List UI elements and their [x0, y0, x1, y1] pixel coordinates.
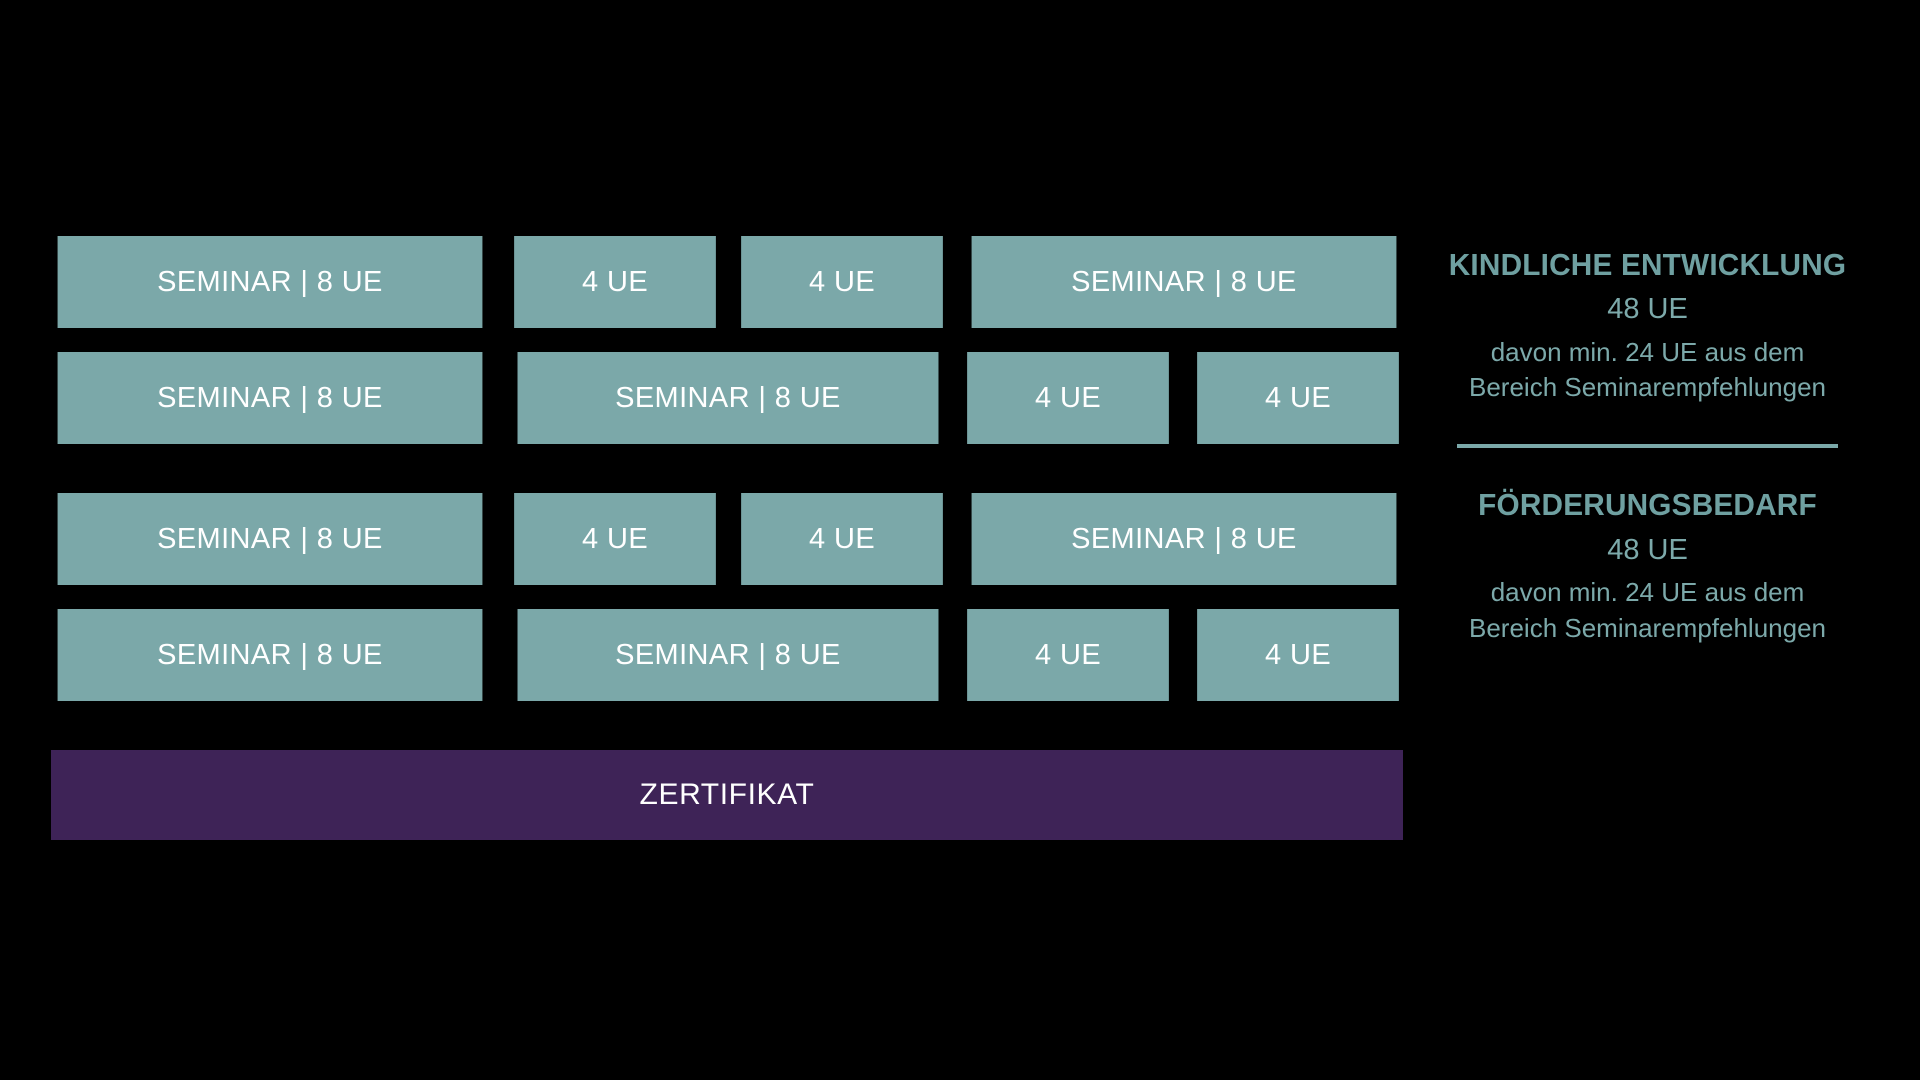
bar-label: SEMINAR | 8 UE — [1071, 265, 1297, 298]
bar-label: 4 UE — [1034, 381, 1102, 414]
bar-4ue[interactable]: 4 UE — [967, 609, 1169, 701]
bar-seminar-8ue[interactable]: SEMINAR | 8 UE — [57, 609, 483, 701]
bar-gap — [489, 493, 511, 585]
info-block-kindliche-entwicklung: KINDLICHE ENTWICKLUNG 48 UE davon min. 2… — [1425, 248, 1870, 406]
bar-seminar-8ue[interactable]: SEMINAR | 8 UE — [57, 352, 483, 444]
matrix-row-4: SEMINAR | 8 UE SEMINAR | 8 UE 4 UE 4 UE — [51, 609, 1403, 701]
bar-label: SEMINAR | 8 UE — [615, 381, 841, 414]
bar-gap — [719, 493, 738, 585]
matrix-row-3: SEMINAR | 8 UE 4 UE 4 UE SEMINAR | 8 UE — [51, 493, 1403, 585]
info-hours: 48 UE — [1607, 293, 1688, 326]
bar-gap — [1172, 352, 1194, 444]
bar-seminar-8ue[interactable]: SEMINAR | 8 UE — [57, 493, 483, 585]
info-note: davon min. 24 UE aus dem Bereich Seminar… — [1425, 335, 1870, 407]
info-note-line-1: davon min. 24 UE aus dem — [1490, 336, 1805, 367]
bar-4ue[interactable]: 4 UE — [514, 236, 716, 328]
certificate-bar[interactable]: ZERTIFIKAT — [51, 750, 1403, 840]
bar-seminar-8ue[interactable]: SEMINAR | 8 UE — [971, 236, 1397, 328]
bar-gap — [945, 352, 964, 444]
bar-seminar-8ue[interactable]: SEMINAR | 8 UE — [517, 352, 939, 444]
bar-4ue[interactable]: 4 UE — [1197, 609, 1399, 701]
info-title: KINDLICHE ENTWICKLUNG — [1448, 247, 1847, 282]
bar-gap — [1172, 609, 1194, 701]
bar-4ue[interactable]: 4 UE — [741, 493, 943, 585]
bar-label: SEMINAR | 8 UE — [1071, 522, 1297, 555]
section-divider — [1457, 444, 1838, 449]
bar-4ue[interactable]: 4 UE — [514, 493, 716, 585]
info-title: FÖRDERUNGSBEDARF — [1478, 487, 1817, 523]
certificate-bar-wrapper: ZERTIFIKAT — [51, 750, 1403, 840]
bar-label: 4 UE — [581, 265, 649, 298]
bar-label: 4 UE — [1264, 381, 1332, 414]
info-note-line-2: Bereich Seminarempfehlungen — [1469, 612, 1826, 643]
bar-label: SEMINAR | 8 UE — [157, 522, 383, 555]
info-note: davon min. 24 UE aus dem Bereich Seminar… — [1425, 575, 1870, 647]
bar-seminar-8ue[interactable]: SEMINAR | 8 UE — [517, 609, 939, 701]
bar-seminar-8ue[interactable]: SEMINAR | 8 UE — [971, 493, 1397, 585]
bar-label: 4 UE — [581, 522, 649, 555]
bar-gap — [946, 493, 965, 585]
info-panel: KINDLICHE ENTWICKLUNG 48 UE davon min. 2… — [1425, 248, 1870, 647]
bar-4ue[interactable]: 4 UE — [967, 352, 1169, 444]
bar-label: SEMINAR | 8 UE — [157, 265, 383, 298]
certificate-label: ZERTIFIKAT — [639, 778, 815, 811]
bar-4ue[interactable]: 4 UE — [741, 236, 943, 328]
curriculum-matrix: SEMINAR | 8 UE 4 UE 4 UE SEMINAR | 8 UE … — [51, 236, 1403, 725]
bar-label: SEMINAR | 8 UE — [157, 381, 383, 414]
bar-label: SEMINAR | 8 UE — [615, 638, 841, 671]
bar-gap — [489, 609, 511, 701]
bar-gap — [946, 236, 965, 328]
bar-label: 4 UE — [808, 265, 876, 298]
matrix-row-1: SEMINAR | 8 UE 4 UE 4 UE SEMINAR | 8 UE — [51, 236, 1403, 328]
bar-label: SEMINAR | 8 UE — [157, 638, 383, 671]
bar-seminar-8ue[interactable]: SEMINAR | 8 UE — [57, 236, 483, 328]
bar-gap — [719, 236, 738, 328]
info-block-foerderungsbedarf: FÖRDERUNGSBEDARF 48 UE davon min. 24 UE … — [1425, 488, 1870, 646]
bar-4ue[interactable]: 4 UE — [1197, 352, 1399, 444]
info-hours: 48 UE — [1607, 533, 1688, 566]
bar-label: 4 UE — [1264, 638, 1332, 671]
matrix-row-2: SEMINAR | 8 UE SEMINAR | 8 UE 4 UE 4 UE — [51, 352, 1403, 444]
info-note-line-1: davon min. 24 UE aus dem — [1490, 576, 1805, 607]
bar-gap — [489, 352, 511, 444]
info-note-line-2: Bereich Seminarempfehlungen — [1469, 372, 1826, 403]
bar-gap — [489, 236, 511, 328]
bar-label: 4 UE — [1034, 638, 1102, 671]
bar-label: 4 UE — [808, 522, 876, 555]
bar-gap — [945, 609, 964, 701]
